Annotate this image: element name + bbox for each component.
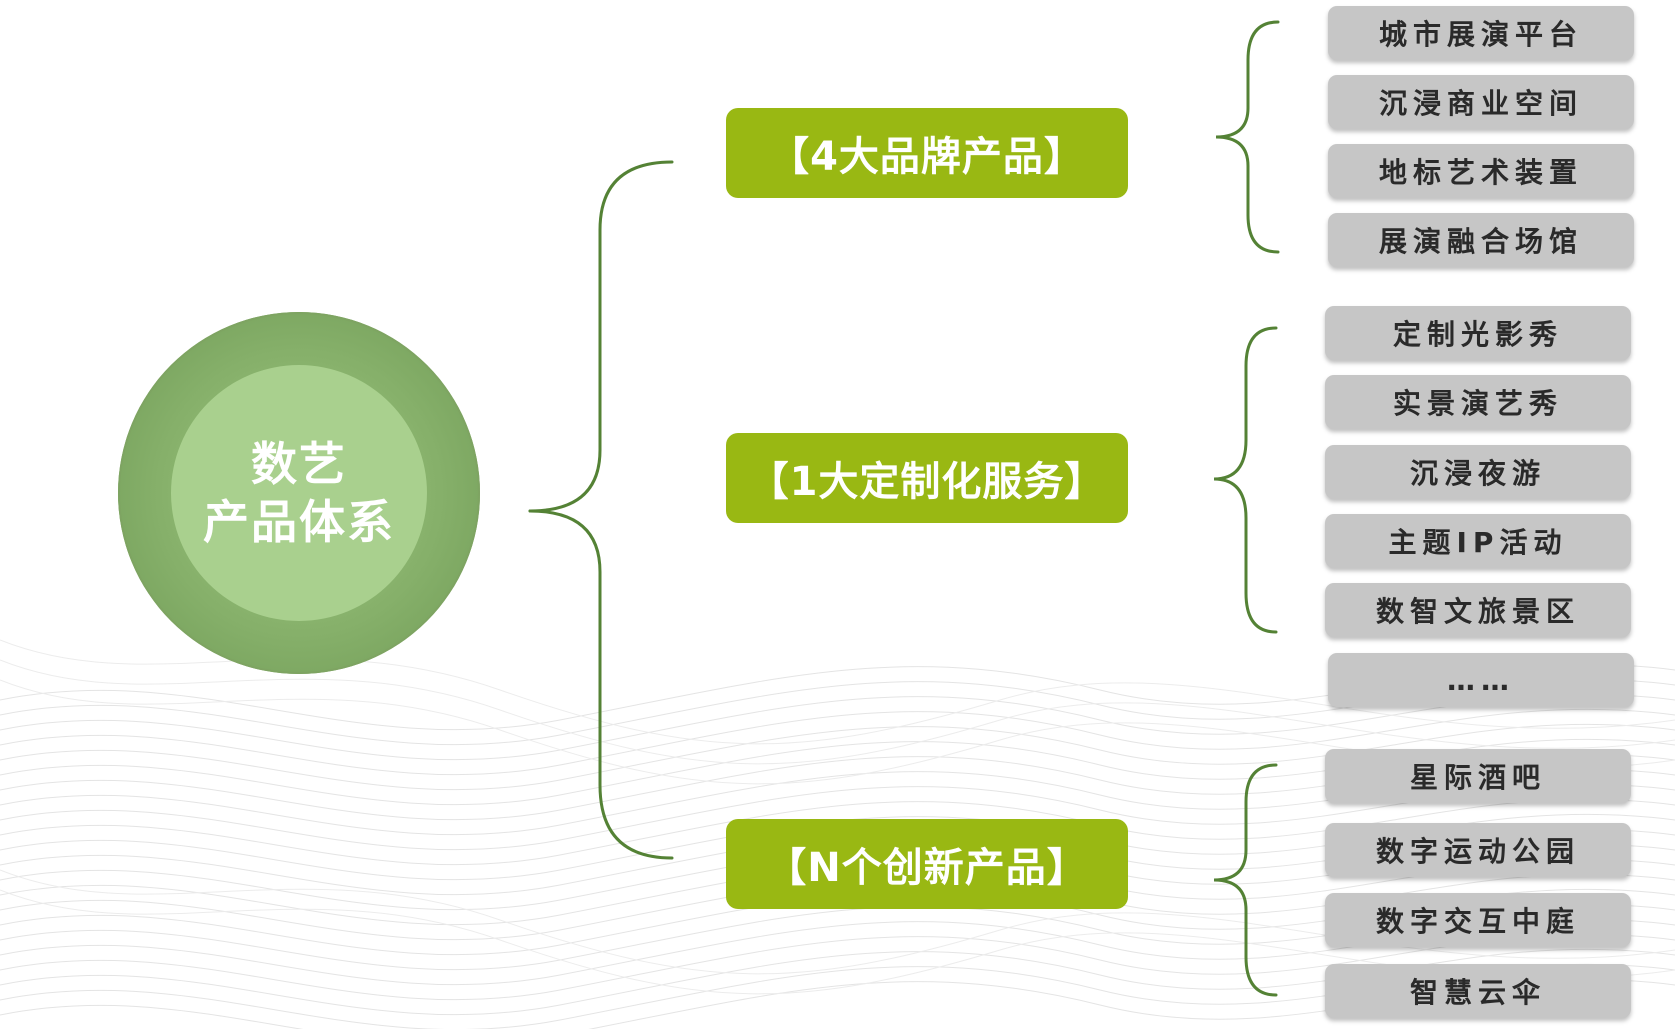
item-box: 定制光影秀 xyxy=(1325,306,1631,360)
hub-title-line2: 产品体系 xyxy=(203,495,395,549)
category-brand-products: 【4大品牌产品】 xyxy=(726,108,1128,198)
category-innovative-products: 【N个创新产品】 xyxy=(726,819,1128,909)
item-box: 智慧云伞 xyxy=(1325,964,1631,1018)
group1-brace xyxy=(1215,20,1280,254)
item-box-ellipsis: …… xyxy=(1328,653,1634,707)
item-box: 沉浸商业空间 xyxy=(1328,75,1634,129)
main-brace xyxy=(528,160,674,513)
item-box: 沉浸夜游 xyxy=(1325,445,1631,499)
item-box: 地标艺术装置 xyxy=(1328,144,1634,198)
item-box: 展演融合场馆 xyxy=(1328,213,1634,267)
item-box: 数字交互中庭 xyxy=(1325,893,1631,947)
hub-title-line1: 数艺 xyxy=(251,437,347,491)
category-custom-service: 【1大定制化服务】 xyxy=(726,433,1128,523)
item-box: 主题IP活动 xyxy=(1325,514,1631,568)
hub-circle: 数艺 产品体系 xyxy=(171,365,427,621)
group2-brace xyxy=(1213,326,1278,634)
item-box: 实景演艺秀 xyxy=(1325,375,1631,429)
item-box: 星际酒吧 xyxy=(1325,749,1631,803)
main-brace-lower xyxy=(528,509,674,860)
item-box: 数智文旅景区 xyxy=(1325,583,1631,637)
item-box: 城市展演平台 xyxy=(1328,6,1634,60)
group3-brace xyxy=(1213,763,1278,997)
item-box: 数字运动公园 xyxy=(1325,823,1631,877)
